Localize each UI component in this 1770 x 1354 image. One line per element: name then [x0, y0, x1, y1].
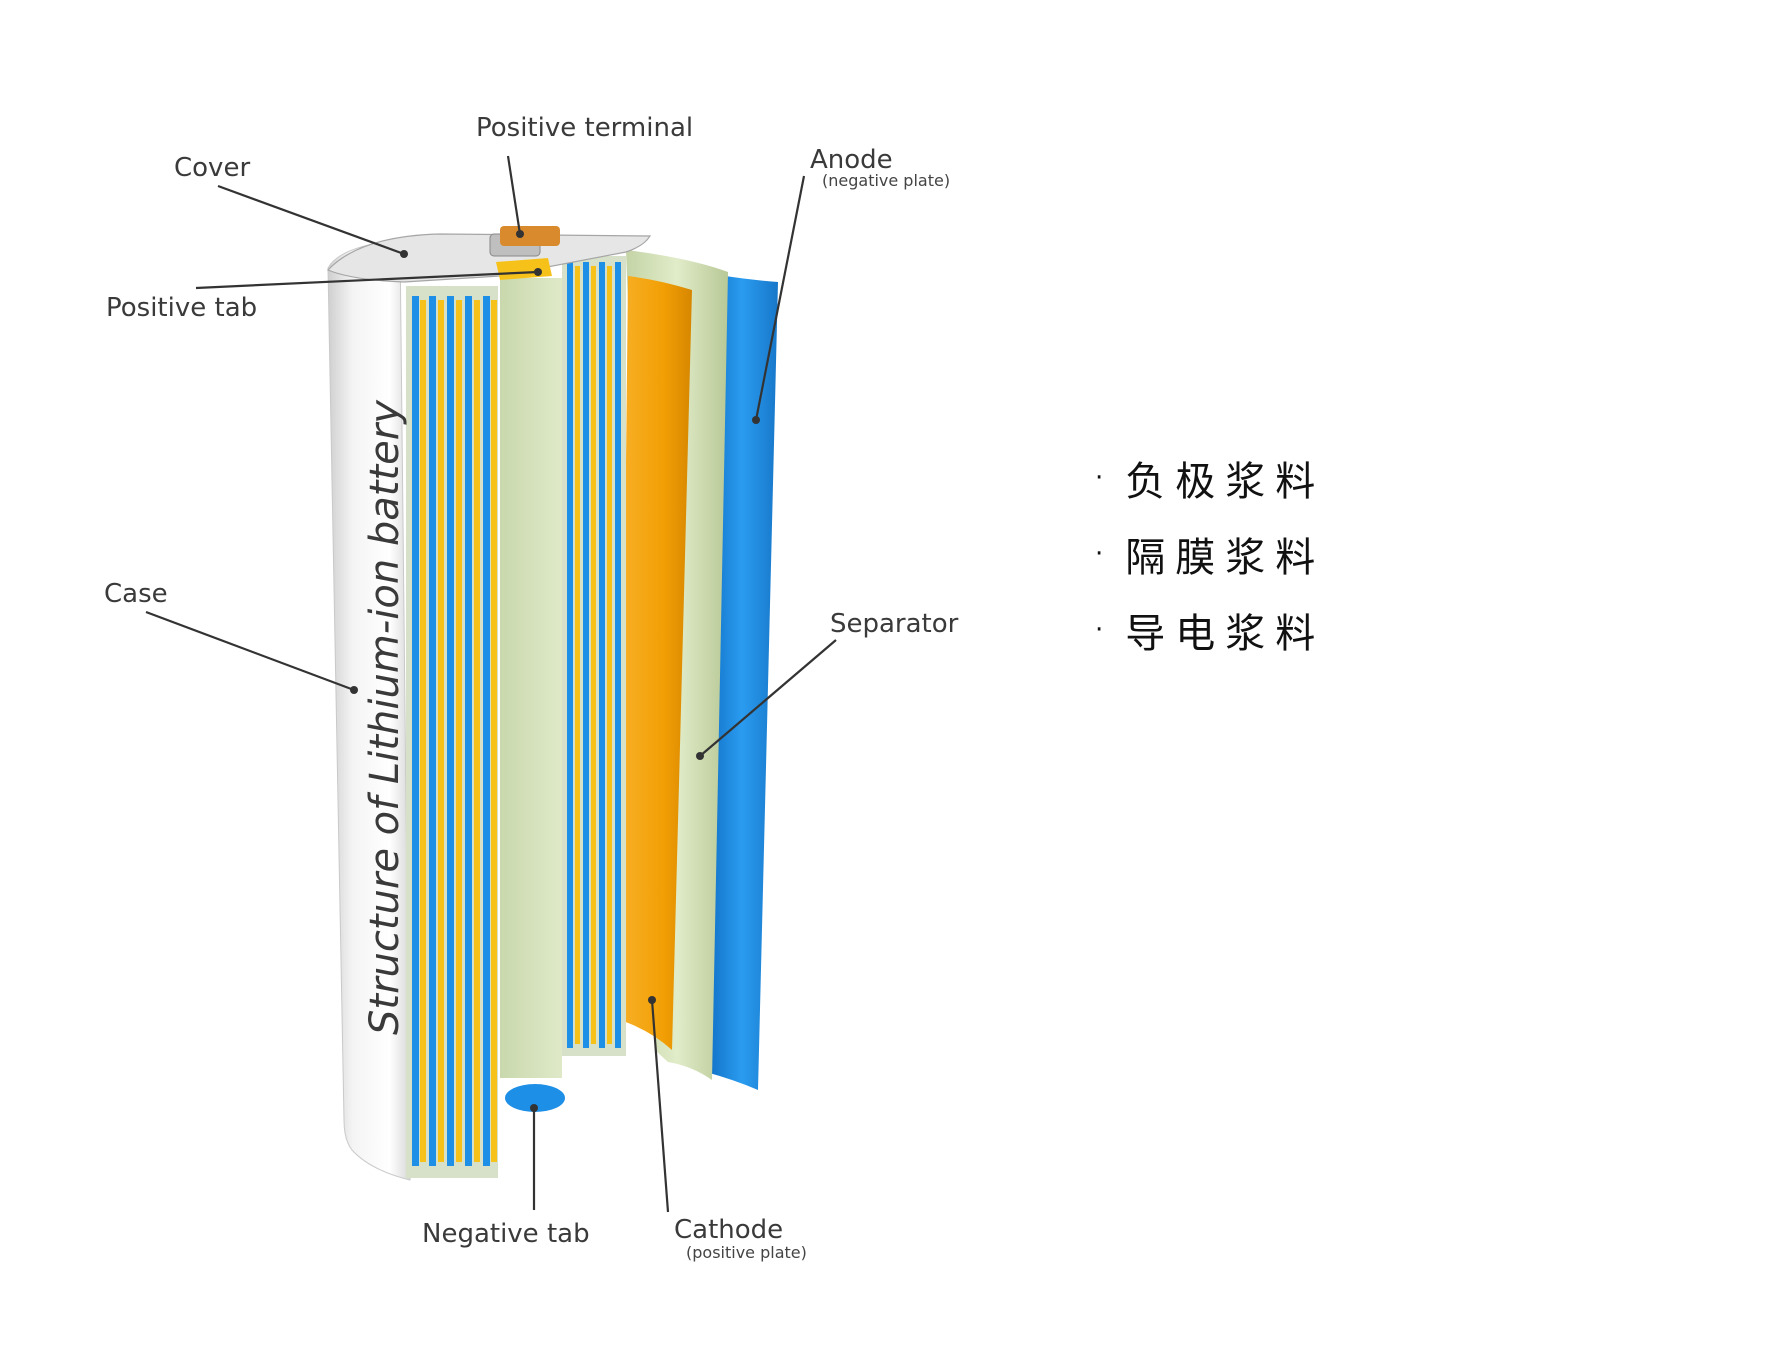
wound-layers-right	[562, 256, 626, 1056]
wound-layers-left	[406, 286, 498, 1178]
material-item-label: 负极浆料	[1125, 459, 1326, 505]
label-anode-sub: (negative plate)	[822, 171, 950, 190]
label-cover: Cover	[174, 153, 250, 183]
leader-lines	[145, 155, 837, 1213]
cathode-sheet	[620, 276, 692, 1050]
label-anode: Anode	[810, 145, 893, 175]
label-cathode: Cathode	[674, 1215, 783, 1245]
label-negative-tab: Negative tab	[422, 1219, 590, 1249]
bullet-dot: ·	[1095, 539, 1104, 569]
material-list: · 负极浆料 · 隔膜浆料 · 导电浆料	[1095, 440, 1325, 668]
label-separator: Separator	[830, 609, 959, 639]
bullet-dot: ·	[1095, 463, 1104, 493]
negative-tab	[505, 1084, 565, 1112]
positive-terminal	[489, 226, 560, 257]
anode-sheet	[706, 276, 778, 1090]
material-item-label: 隔膜浆料	[1125, 535, 1326, 581]
label-case: Case	[104, 579, 168, 609]
vertical-title: Structure of Lithium-ion battery	[362, 399, 408, 1035]
bullet-dot: ·	[1095, 615, 1104, 645]
material-item: · 负极浆料	[1095, 440, 1325, 516]
material-item: · 隔膜浆料	[1095, 516, 1325, 592]
material-item: · 导电浆料	[1095, 592, 1325, 668]
label-positive-tab: Positive tab	[106, 293, 257, 323]
label-cathode-sub: (positive plate)	[686, 1243, 807, 1262]
battery-case	[327, 239, 411, 1181]
material-item-label: 导电浆料	[1125, 611, 1326, 657]
label-positive-terminal: Positive terminal	[476, 113, 693, 143]
central-core	[500, 278, 562, 1078]
